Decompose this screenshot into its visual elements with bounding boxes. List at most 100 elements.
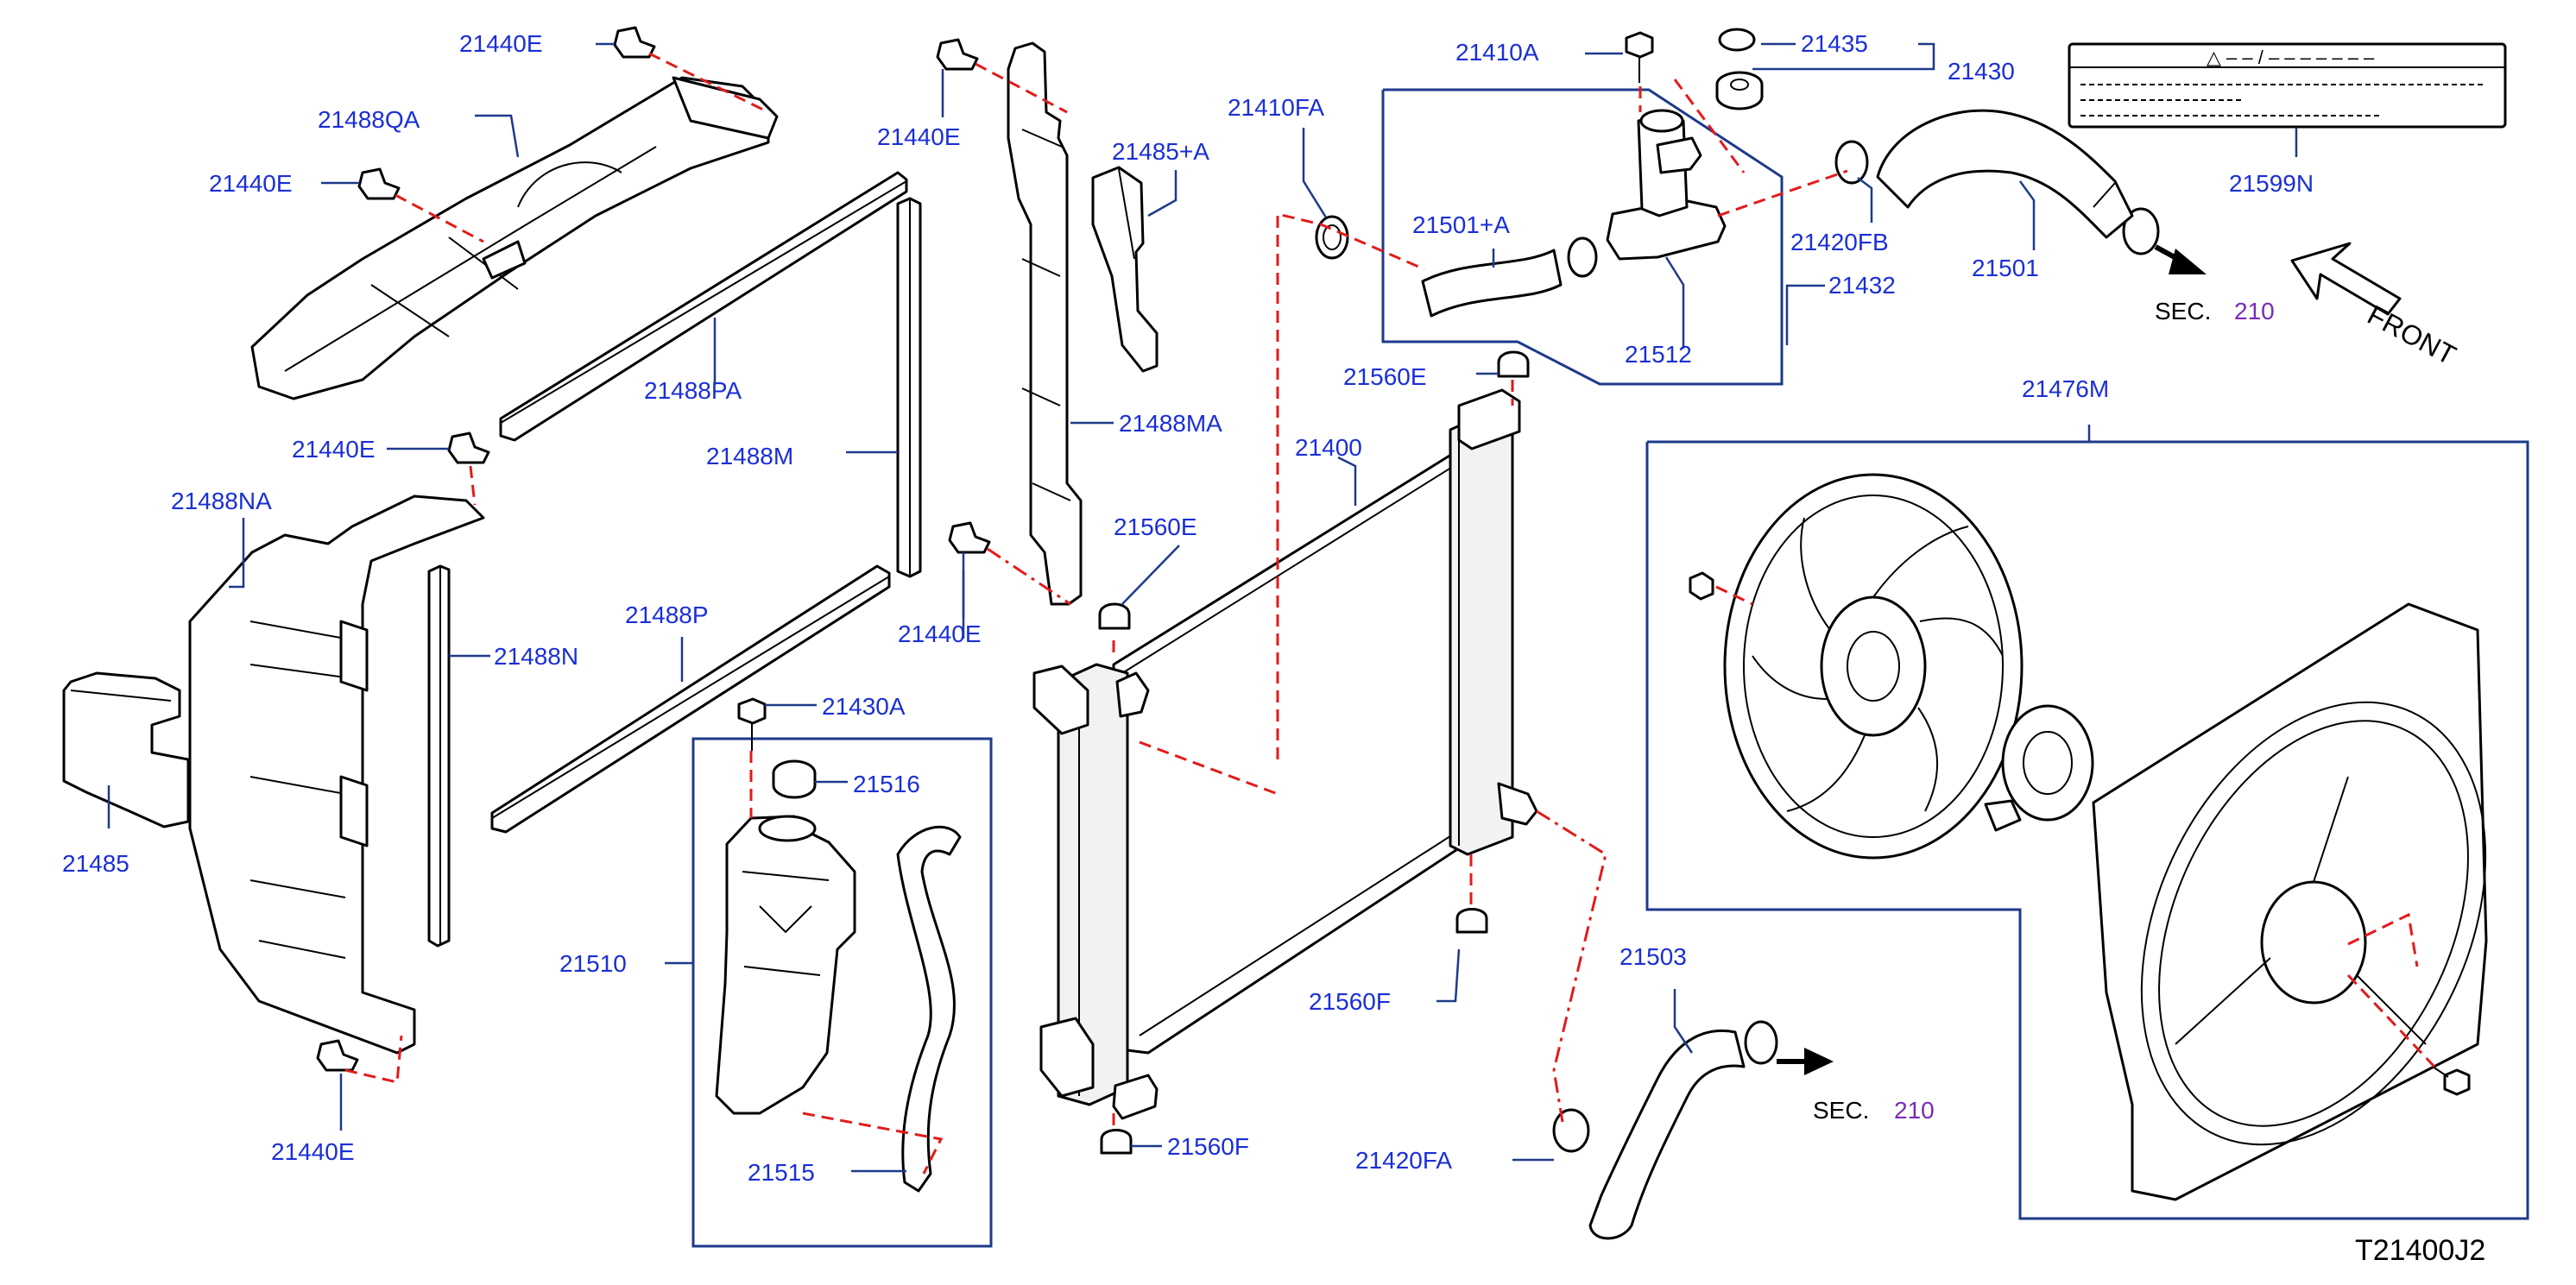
callout-21400: 21400 [1295, 434, 1362, 461]
cooling-fan-21476M [1723, 473, 2024, 860]
air-guide-block-21485 [62, 671, 190, 828]
fan-shroud [2092, 602, 2488, 1201]
callout-21420FA: 21420FA [1355, 1147, 1452, 1174]
caution-label-symbol: △ – – / – – – – – – – [2207, 47, 2375, 68]
callout-21430: 21430 [1948, 58, 2015, 85]
sec-number: 210 [1894, 1097, 1935, 1124]
diagram-code: T21400J2 [2355, 1234, 2485, 1267]
group-box-21432 [1381, 88, 1784, 386]
callout-21560E: 21560E [1114, 513, 1197, 540]
fan-nut [1689, 571, 1714, 601]
cap-seal-21435 [1718, 28, 1756, 52]
sec-prefix: SEC. [1813, 1097, 1869, 1124]
sec-ref-upper: SEC. 210 [2155, 298, 2275, 324]
filler-neck-21512 [1606, 109, 1727, 261]
reservoir-tank-21510 [715, 815, 856, 1115]
callout-21420FB: 21420FB [1790, 229, 1889, 255]
group-box-21510 [691, 737, 993, 1248]
clip-top-center [936, 38, 979, 71]
hose-21501A [1421, 249, 1563, 318]
seal-21488M [896, 197, 922, 578]
hose-21503 [1588, 1029, 1746, 1240]
group-box-21476M [1645, 440, 2529, 1220]
clamp-21420FA [1552, 1108, 1590, 1153]
callout-21440E: 21440E [898, 620, 982, 647]
callout-21410FA: 21410FA [1228, 94, 1324, 121]
caution-label-21599N [2068, 42, 2507, 129]
callout-21476M: 21476M [2022, 375, 2109, 402]
callouts: 21440E 21488QA 21440E 21440E 21485+A 214… [62, 30, 2314, 1186]
callout-21440E: 21440E [459, 30, 543, 57]
callout-21512: 21512 [1625, 341, 1692, 368]
callout-21560F: 21560F [1309, 988, 1391, 1015]
callout-21485: 21485 [62, 850, 129, 877]
callout-21488N: 21488N [494, 643, 578, 670]
phantom-lines [344, 52, 2436, 1175]
fan-motor [1984, 704, 2094, 832]
callout-21488QA: 21488QA [318, 106, 420, 133]
callout-21432: 21432 [1828, 272, 1896, 299]
mount-21560E-lower [1098, 602, 1131, 630]
callout-21501: 21501 [1972, 255, 2039, 281]
callout-21485A: 21485+A [1112, 138, 1209, 165]
clip-mid-left [357, 167, 401, 200]
clip-left-21440E [447, 431, 490, 464]
radiator-core-21400 [1032, 388, 1538, 1120]
sec-arrow-upper [2154, 244, 2207, 274]
callout-21440E: 21440E [292, 436, 376, 463]
seal-21488N [427, 564, 451, 948]
callout-21488NA: 21488NA [171, 488, 272, 514]
callout-21503: 21503 [1619, 943, 1687, 970]
mount-21560E-upper [1497, 350, 1530, 378]
shroud-bolt [2432, 1066, 2471, 1096]
reservoir-cap-21516 [772, 759, 817, 799]
clamp-21410FA [1315, 215, 1349, 260]
radiator-cap-21430 [1715, 71, 1764, 110]
front-label: FRONT [2363, 299, 2461, 371]
callout-21440E: 21440E [209, 170, 293, 197]
mount-21560F-right [1455, 908, 1488, 934]
callout-21440E: 21440E [877, 123, 961, 150]
callout-21510: 21510 [559, 950, 627, 977]
callout-21488M: 21488M [706, 443, 793, 469]
callout-21410A: 21410A [1455, 39, 1539, 66]
clamp-21503-end [1744, 1020, 1778, 1065]
callout-21599N: 21599N [2229, 170, 2314, 197]
bolt-21430A [737, 697, 767, 751]
callout-21430A: 21430A [822, 693, 906, 720]
clip-top-left [613, 26, 656, 59]
clamp-near-21501A [1567, 236, 1598, 278]
clamp-21501-end [2122, 207, 2160, 255]
side-air-guide-21488NA [188, 494, 485, 1055]
clip-center [948, 521, 991, 554]
callout-21560E: 21560E [1343, 363, 1427, 390]
clip-bottom-left [316, 1039, 359, 1072]
callout-21435: 21435 [1801, 30, 1868, 57]
sec-ref-lower: SEC. 210 [1813, 1097, 1935, 1124]
sec-number: 210 [2234, 298, 2275, 324]
hose-21501 [1876, 109, 2134, 239]
mount-21560F-left [1100, 1129, 1133, 1155]
sec-prefix: SEC. [2155, 298, 2211, 324]
callout-21515: 21515 [748, 1159, 815, 1186]
seal-21488P [490, 564, 891, 834]
leader-lines [107, 42, 2298, 1173]
callout-21516: 21516 [853, 771, 920, 797]
front-arrow [2290, 242, 2402, 316]
side-air-guide-21488MA [1007, 41, 1083, 606]
air-guide-block-21485A [1091, 166, 1159, 373]
callout-21440E: 21440E [271, 1138, 355, 1165]
upper-air-guide-21488QA [250, 76, 779, 400]
callout-21560F: 21560F [1167, 1133, 1249, 1160]
callout-21488PA: 21488PA [644, 377, 742, 404]
clamp-21420FB [1834, 140, 1869, 185]
callout-21488MA: 21488MA [1119, 410, 1222, 437]
callout-21488P: 21488P [625, 602, 709, 628]
seal-21488PA [499, 171, 908, 442]
reservoir-hose-21515 [896, 825, 962, 1193]
sec-arrow-lower [1777, 1048, 1834, 1075]
bolt-21410A [1625, 31, 1654, 83]
callout-21501A: 21501+A [1412, 211, 1510, 238]
